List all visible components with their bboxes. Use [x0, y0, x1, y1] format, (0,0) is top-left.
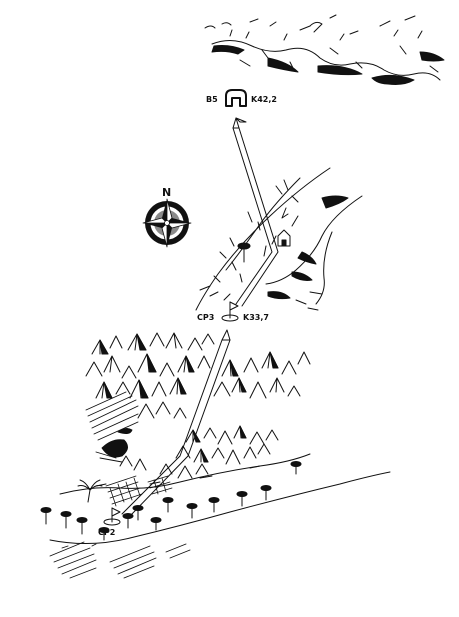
checkpoint-flag-icon — [221, 301, 239, 322]
small-hut-icon — [277, 229, 291, 247]
cp3-label: CP3 — [197, 313, 215, 322]
palm-tree-icon — [77, 479, 103, 503]
coastline — [49, 453, 391, 545]
mountain-ridge — [204, 14, 445, 85]
beach-parasols — [40, 461, 302, 541]
route-path — [121, 117, 279, 517]
b5-label: B5 — [206, 95, 218, 104]
sea-hatch — [49, 541, 191, 579]
valley-slopes — [195, 167, 363, 311]
compass-rose-icon — [142, 198, 192, 248]
cp2-label: CP2 — [98, 528, 116, 537]
hut-icon — [225, 89, 247, 107]
mountain-field — [85, 332, 311, 479]
forest-hatch — [85, 391, 139, 463]
compass-north-label: N — [162, 186, 172, 199]
b5-km-label: K42,2 — [251, 95, 277, 104]
tree-marker — [237, 242, 251, 263]
grid-field — [105, 475, 173, 507]
cp2-flag-icon — [103, 507, 121, 526]
cp3-km-label: K33,7 — [243, 313, 269, 322]
